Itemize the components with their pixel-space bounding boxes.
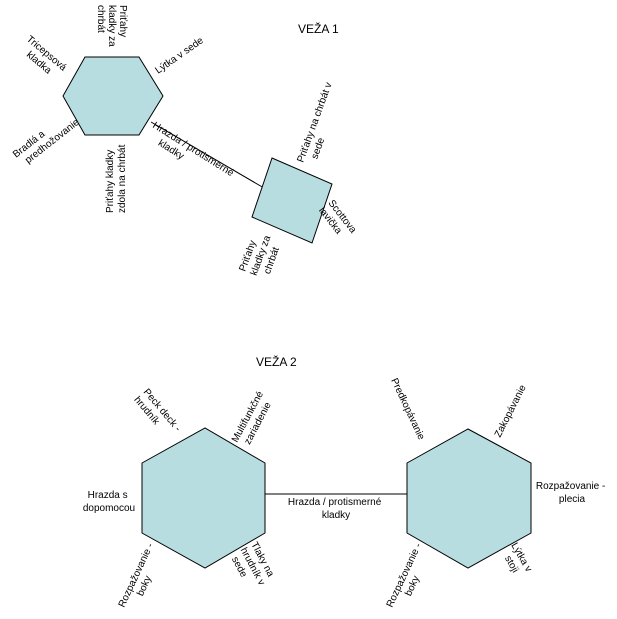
tower1-connector-label: Hrazda / protismerné kladky bbox=[144, 120, 238, 190]
tower1-square bbox=[251, 157, 333, 244]
tower2-connector-label: Hrazda / protismerné kladky bbox=[288, 497, 384, 521]
tower1-connector-line bbox=[150, 121, 265, 189]
tower2-label-hamstring: Zakopávanie bbox=[493, 383, 529, 439]
tower2-label-peck-deck: Peck deck - hrudník bbox=[132, 387, 185, 444]
tower1-label-pull-behind: Priťahy kladky za chrbát bbox=[237, 227, 285, 281]
tower1-label-leg-sitting: Lýtka v sede bbox=[153, 35, 206, 76]
tower2-label-pullup: Hrazda s dopomocou bbox=[83, 490, 135, 514]
tower2-label-spread-sides-left: Rozpažovanie - boky bbox=[117, 539, 168, 614]
tower2-label-front-raise: Predkopávanie bbox=[388, 377, 426, 443]
tower2-left-hexagon bbox=[141, 427, 266, 569]
tower2-label-shoulders: Rozpažovanie - plecia bbox=[536, 481, 608, 505]
tower1-label-pulldown-behind: Priťahy kladky za chrbát bbox=[95, 5, 128, 49]
tower2-title: VEŽA 2 bbox=[256, 354, 297, 369]
tower2-label-spread-sides-right: Rozpažovanie - boky bbox=[385, 539, 436, 614]
tower2-right-hexagon bbox=[406, 428, 532, 569]
tower2-label-multi: Multifunkčné zariadenie bbox=[230, 387, 278, 450]
tower1-label-pulldown-front: Priťahy kladky zdola na chrbát bbox=[105, 144, 128, 213]
tower1-label-triceps: Tricepsová kladka bbox=[16, 34, 70, 85]
tower1-hexagon bbox=[62, 56, 164, 136]
tower1-label-dips: Bradlá a predhožovanie bbox=[11, 107, 82, 169]
tower1-title: VEŽA 1 bbox=[298, 21, 339, 36]
tower1-label-back-sitting: Priťahy na chrbát v sede bbox=[295, 78, 346, 168]
